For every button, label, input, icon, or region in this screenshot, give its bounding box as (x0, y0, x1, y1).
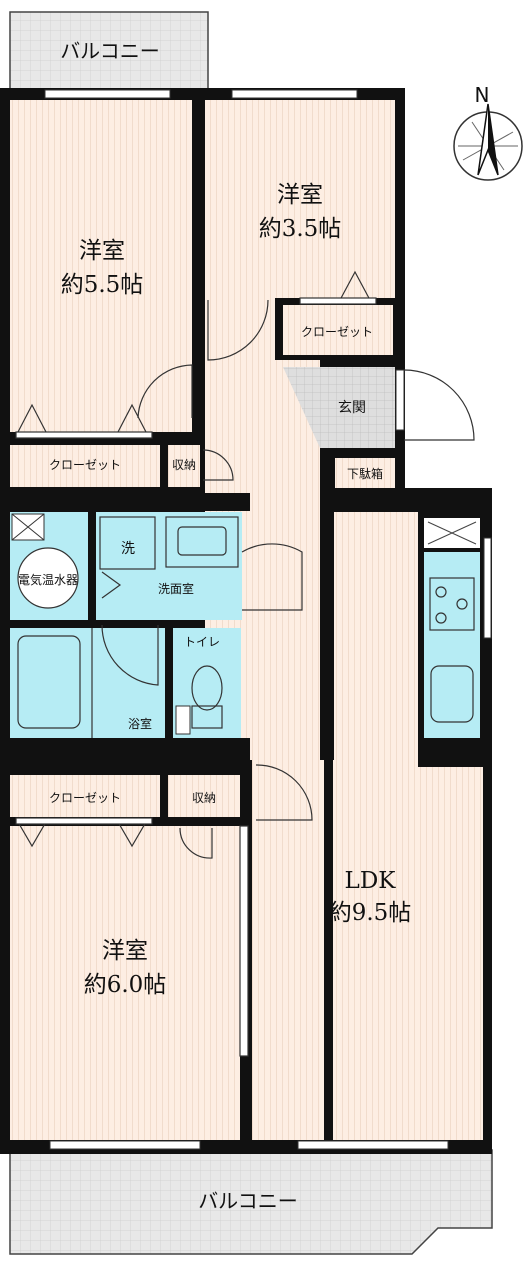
bathtub-icon (17, 635, 81, 729)
closet-south-floor (10, 775, 160, 817)
balcony-bottom-label: バルコニー (198, 1189, 298, 1213)
washer-label: 洗 (121, 541, 135, 557)
closet-north-label: クローゼット (301, 325, 373, 339)
bathroom-label: 浴室 (128, 716, 152, 731)
kitchen-counter (424, 552, 480, 738)
storage-small-floor (168, 445, 200, 487)
closet-west-label: クローゼット (49, 458, 121, 472)
washer-icon (99, 516, 156, 570)
door-swings (101, 299, 475, 859)
closet-north-floor (283, 305, 393, 355)
balcony-top: バルコニー (9, 11, 209, 91)
room-south-floor (10, 826, 240, 1140)
entrance-floor (283, 367, 395, 448)
kitchen-sink-icon (430, 665, 474, 723)
washroom-floor (96, 512, 242, 620)
closet-south-label: クローゼット (49, 791, 121, 805)
compass-north-label: N (475, 83, 490, 107)
shoe-box-label: 下駄箱 (347, 466, 383, 481)
stove-icon (429, 577, 475, 631)
compass-icon: N (453, 83, 523, 181)
toilet-icon (175, 665, 223, 735)
room-north-size: 約3.5帖 (259, 216, 342, 242)
room-west-size: 約5.5帖 (61, 272, 144, 298)
toilet-label: トイレ (184, 635, 220, 649)
windows (44, 89, 492, 1150)
balcony-bottom: バルコニー (9, 1149, 493, 1255)
room-north-floor (205, 100, 395, 298)
entrance-label: 玄関 (338, 399, 366, 416)
ldk-name: LDK (345, 868, 397, 894)
storage-small-label: 収納 (172, 458, 196, 472)
room-north-name: 洋室 (277, 182, 323, 208)
storage-south-floor (168, 775, 240, 817)
vanity-icon (165, 516, 239, 568)
bathroom-floor (10, 628, 165, 738)
closet-doors (15, 270, 377, 1057)
water-heater-label: 電気温水器 (18, 572, 78, 587)
room-west-floor (10, 100, 192, 432)
ldk-size: 約9.5帖 (329, 900, 412, 926)
shoe-box-floor (335, 458, 395, 488)
closet-west-floor (10, 445, 160, 487)
washroom-label: 洗面室 (158, 581, 194, 596)
room-south-size: 約6.0帖 (84, 972, 167, 998)
storage-south-label: 収納 (192, 791, 216, 805)
room-west-name: 洋室 (79, 238, 125, 264)
balcony-top-label: バルコニー (60, 39, 160, 63)
room-south-name: 洋室 (102, 938, 148, 964)
water-heater-icon (17, 547, 79, 609)
